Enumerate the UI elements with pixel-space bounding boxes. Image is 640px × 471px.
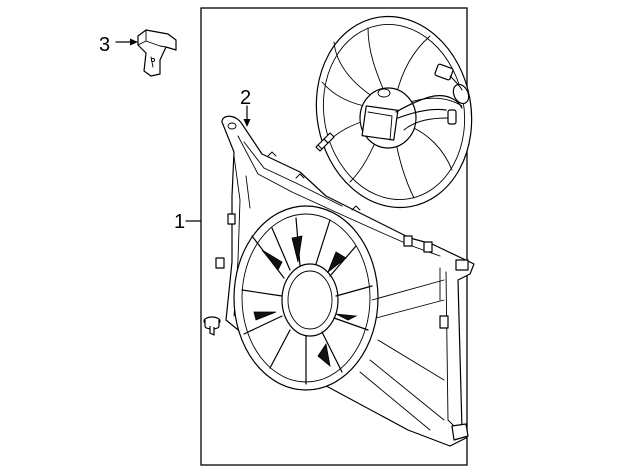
callout-3-arrowhead [130, 38, 138, 46]
callout-2-label: 2 [240, 87, 251, 109]
callout-1[interactable]: 1 [174, 211, 202, 233]
callout-2[interactable]: 2 [240, 87, 251, 127]
assembly-frame [200, 7, 468, 466]
callout-3-label: 3 [99, 34, 110, 56]
callout-1-label: 1 [174, 211, 185, 233]
fan-shroud-part-1 [215, 115, 475, 447]
callout-2-arrowhead [243, 119, 251, 127]
callout-3[interactable]: 3 [99, 34, 138, 56]
bracket-part-3 [137, 29, 177, 77]
fan-motor-assembly [315, 15, 473, 209]
push-pin-fastener [203, 316, 221, 336]
screw-upper [315, 132, 335, 152]
